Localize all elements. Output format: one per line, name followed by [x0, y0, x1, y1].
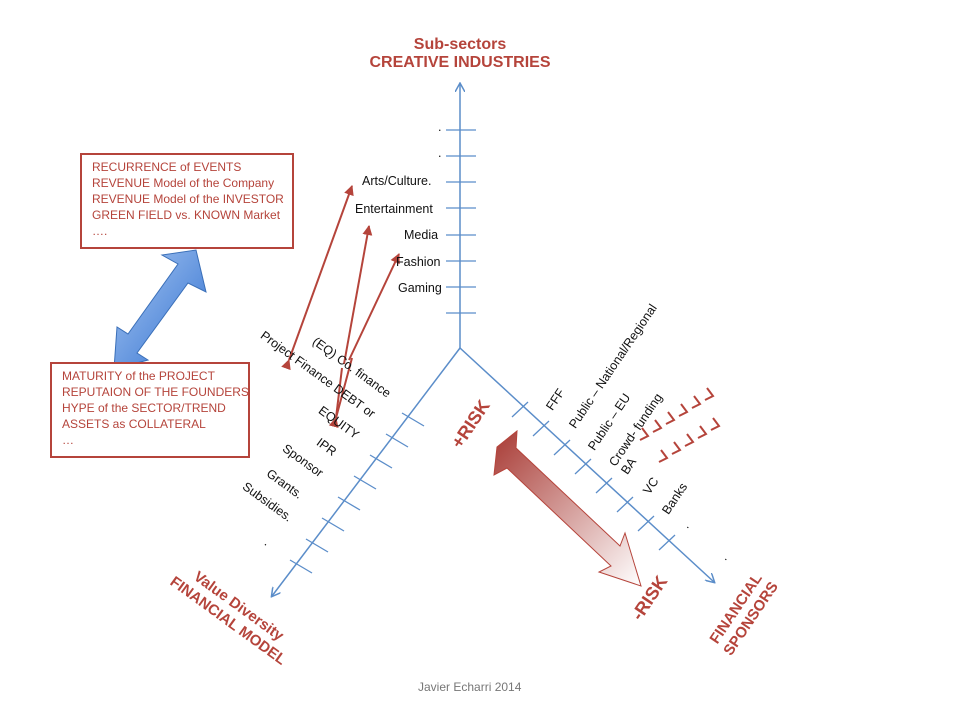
risk-double-arrow — [493, 429, 642, 587]
connector-arrows — [281, 185, 400, 428]
top-axis-title: Sub-sectors CREATIVE INDUSTRIES — [360, 36, 560, 72]
right-axis-ticks — [511, 401, 676, 551]
top-box-line: REVENUE Model of the INVESTOR — [92, 192, 284, 206]
bottom-box-line: … — [62, 433, 74, 447]
left-axis-ticks — [289, 412, 425, 574]
ba-growth-arrows — [639, 387, 715, 441]
bottom-box-line: REPUTAION OF THE FOUNDERS — [62, 385, 249, 399]
top-item-fashion: Fashion — [396, 255, 441, 269]
author-credit: Javier Echarri 2014 — [418, 680, 522, 694]
left-axis-line — [272, 347, 461, 596]
top-factors-box: RECURRENCE of EVENTS REVENUE Model of th… — [80, 153, 294, 249]
top-item-dot-1: . — [438, 120, 442, 134]
top-item-arts-culture: Arts/Culture. — [362, 174, 432, 188]
top-item-gaming: Gaming — [398, 281, 442, 295]
bottom-box-line: MATURITY of the PROJECT — [62, 369, 215, 383]
top-box-line: GREEN FIELD vs. KNOWN Market — [92, 208, 281, 222]
top-box-line: RECURRENCE of EVENTS — [92, 160, 242, 174]
top-axis-title-line1: Sub-sectors — [413, 36, 507, 53]
top-item-dot-2: . — [438, 146, 442, 160]
top-item-media: Media — [404, 228, 439, 242]
blue-double-arrow — [113, 249, 207, 370]
top-axis-ticks — [446, 129, 476, 314]
top-axis-title-line2: CREATIVE INDUSTRIES — [369, 54, 551, 71]
top-box-line: REVENUE Model of the Company — [92, 176, 275, 190]
bottom-box-line: ASSETS as COLLATERAL — [62, 417, 206, 431]
right-axis-line — [459, 347, 714, 582]
top-item-entertainment: Entertainment — [355, 202, 433, 216]
vc-growth-arrows — [658, 417, 721, 463]
bottom-factors-box: MATURITY of the PROJECT REPUTAION OF THE… — [50, 362, 250, 458]
bottom-box-line: HYPE of the SECTOR/TREND — [62, 401, 226, 415]
top-box-line: …. — [92, 224, 108, 238]
